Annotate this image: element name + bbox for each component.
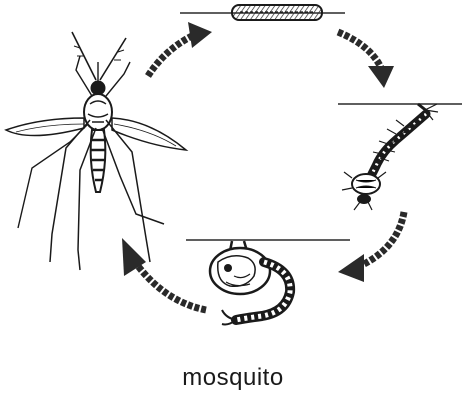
leg xyxy=(18,124,88,228)
larva-body xyxy=(368,114,426,182)
adult-mosquito xyxy=(6,32,186,270)
pupa-cephalothorax xyxy=(210,248,270,294)
egg-raft-stage xyxy=(180,5,345,20)
arrow-egg-to-larva xyxy=(338,32,394,88)
arrow-pupa-to-adult xyxy=(122,238,206,310)
diagram-caption: mosquito xyxy=(0,364,466,392)
larva-thorax xyxy=(352,174,380,194)
arrow-adult-to-egg xyxy=(148,22,212,76)
larva-stage xyxy=(338,104,462,210)
mosquito-head xyxy=(91,81,105,95)
pupa-stage xyxy=(186,240,350,325)
arrow-larva-to-pupa xyxy=(338,212,404,282)
